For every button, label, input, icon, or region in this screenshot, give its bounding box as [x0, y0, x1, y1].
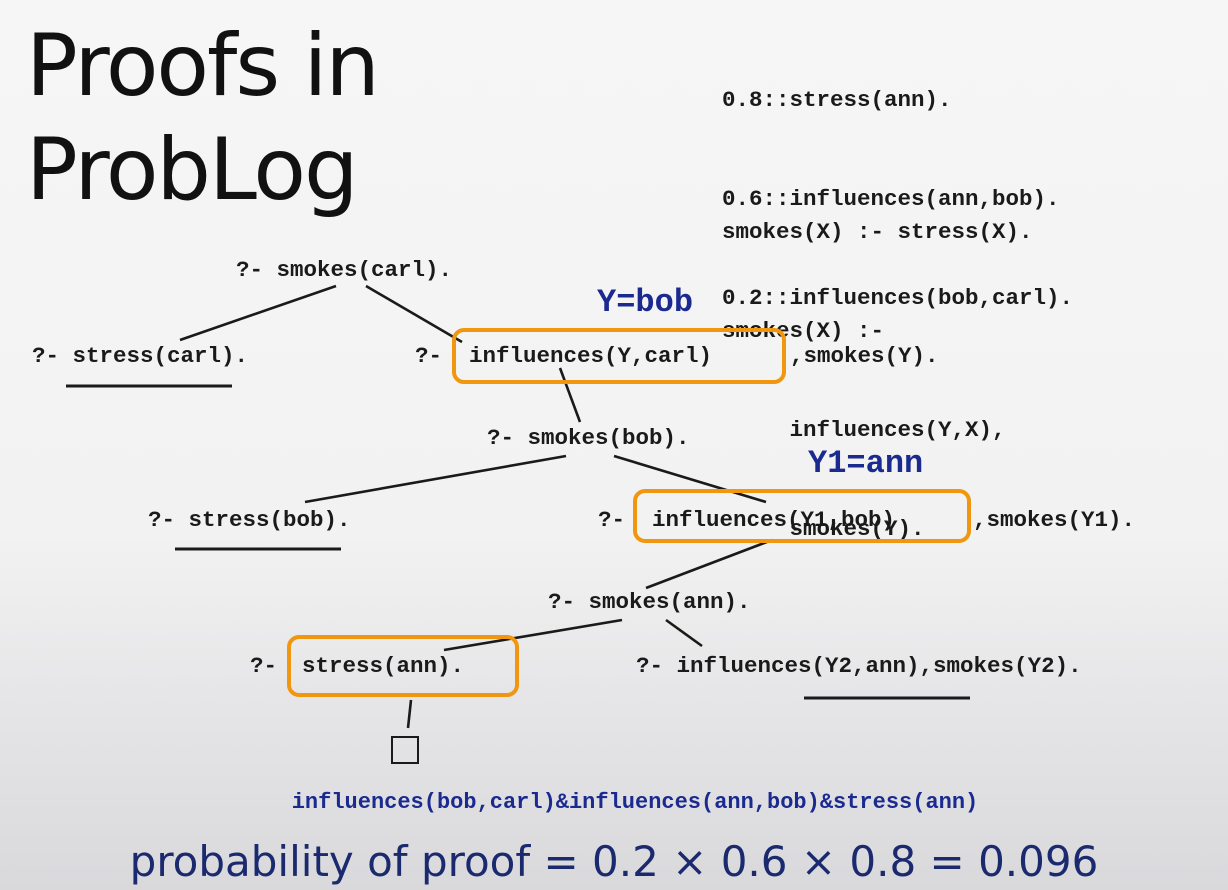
goal-stress-bob: ?- stress(bob).	[148, 507, 351, 533]
title-line-2: ProbLog	[26, 120, 359, 220]
goal-prefix: ?-	[415, 343, 443, 369]
goal-influences-y-carl: influences(Y,carl)	[469, 343, 713, 369]
edge-n4-left	[443, 618, 623, 652]
goal-rest-smokes-y1: ,smokes(Y1).	[973, 507, 1136, 533]
binding-y-bob: Y=bob	[597, 284, 694, 321]
title-line-1: Proofs in	[26, 16, 380, 116]
proof-probability: probability of proof = 0.2 × 0.6 × 0.8 =…	[129, 837, 1099, 886]
edge-n2-right	[613, 454, 767, 504]
edge-n1-n2	[558, 367, 582, 423]
empty-clause-box	[391, 736, 419, 764]
goal-prefix: ?-	[598, 507, 626, 533]
goal-prefix: ?-	[250, 653, 278, 679]
fact-line: 0.6::influences(ann,bob).	[722, 186, 1060, 212]
edge-root-left	[179, 284, 337, 342]
fact-line: 0.2::influences(bob,carl).	[722, 285, 1074, 311]
edge-n4-right	[665, 618, 703, 648]
goal-influences-y2-ann: ?- influences(Y2,ann),smokes(Y2).	[636, 653, 1082, 679]
goal-stress-ann: stress(ann).	[302, 653, 465, 679]
goal-rest-smokes-y: ,smokes(Y).	[790, 343, 939, 369]
resolved-goal-highlight	[633, 489, 971, 543]
rule-line: smokes(X) :- stress(X).	[722, 219, 1033, 245]
goal-smokes-carl: ?- smokes(carl).	[236, 257, 453, 283]
fact-line: 0.8::stress(ann).	[722, 87, 952, 113]
goal-influences-y1-bob: influences(Y1,bob)	[652, 507, 896, 533]
rule-line: influences(Y,X),	[722, 417, 1006, 443]
goal-stress-carl: ?- stress(carl).	[32, 343, 249, 369]
slide-title: Proofs in ProbLog	[26, 14, 380, 222]
rule-line: smokes(Y).	[722, 516, 925, 542]
edge-n5-empty	[406, 699, 413, 729]
edge-n3-n4	[645, 538, 773, 590]
edge-root-right	[365, 284, 463, 344]
goal-smokes-bob: ?- smokes(bob).	[487, 425, 690, 451]
resolved-goal-highlight	[452, 328, 786, 384]
resolved-goal-highlight	[287, 635, 519, 697]
probabilistic-facts: 0.8::stress(ann). 0.6::influences(ann,bo…	[722, 18, 1073, 348]
proof-conjunction: influences(bob,carl)&influences(ann,bob)…	[291, 790, 979, 815]
binding-y1-ann: Y1=ann	[808, 445, 924, 482]
goal-smokes-ann: ?- smokes(ann).	[548, 589, 751, 615]
edge-n2-left	[304, 454, 567, 504]
